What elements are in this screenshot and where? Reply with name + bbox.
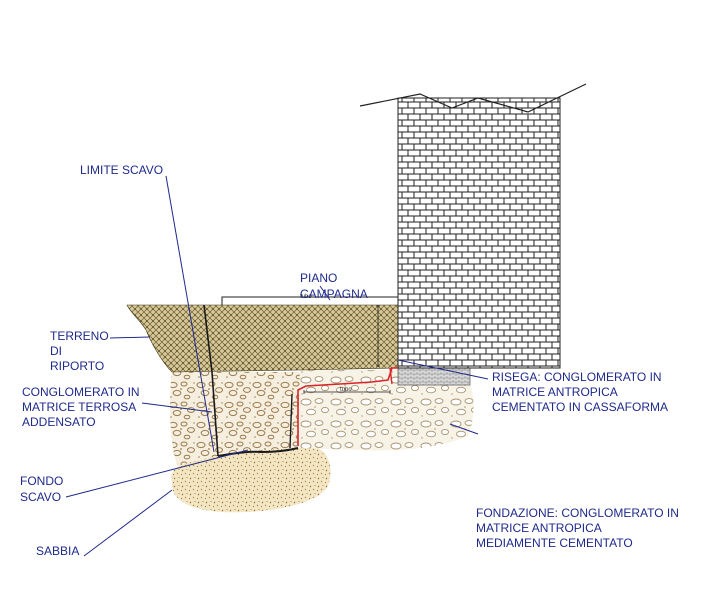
- leader-limite-scavo: [165, 175, 215, 453]
- label-sabbia: SABBIA: [36, 544, 79, 558]
- label-risega-line1: RISEGA: CONGLOMERATO IN: [492, 370, 662, 384]
- dimension-line-horizontal: [303, 390, 391, 394]
- label-piano-campagna-line1: PIANO: [300, 271, 337, 285]
- leader-terreno-riporto: [109, 336, 151, 339]
- label-piano-campagna-line2: CAMPAGNA: [300, 287, 368, 301]
- conglomerate-earthy-layer: [170, 372, 300, 466]
- risega-red-mark: [389, 367, 393, 385]
- label-fondazione-line2: MATRICE ANTROPICA: [476, 521, 602, 535]
- label-conglomerato-terrosa-line2: MATRICE TERROSA: [22, 400, 136, 414]
- leader-risega: [397, 359, 489, 380]
- piano-campagna-datum: [221, 296, 398, 305]
- label-terreno-line2: DI: [50, 344, 62, 358]
- leader-piano-campagna: [319, 285, 331, 301]
- label-risega-line2: MATRICE ANTROPICA: [492, 385, 618, 399]
- label-risega-line3: CEMENTATO IN CASSAFORMA: [492, 400, 668, 414]
- leader-conglomerato-terrosa: [141, 402, 213, 413]
- label-fondo-scavo-line2: SCAVO: [20, 490, 61, 504]
- risega-ledge: [397, 366, 471, 386]
- dimension-line-vertical: [376, 305, 380, 367]
- foundation-conglomerate-layer: [298, 370, 474, 451]
- excavation-wall-line: [203, 304, 219, 457]
- fill-soil-layer: [126, 304, 399, 373]
- dimension-label-top: tubo: [300, 294, 312, 300]
- label-conglomerato-terrosa-line3: ADDENSATO: [22, 415, 96, 429]
- wall-break-line: [359, 83, 587, 113]
- label-terreno-line1: TERRENO: [50, 329, 109, 343]
- sand-layer: [171, 445, 331, 513]
- label-fondo-scavo-line1: FONDO: [20, 474, 63, 488]
- foundation-red-outline: [297, 367, 398, 446]
- dimension-label-bottom: tubo: [340, 387, 352, 393]
- label-limite-scavo: LIMITE SCAVO: [80, 163, 163, 177]
- leader-lines: [65, 175, 489, 557]
- brick-wall: [397, 97, 561, 369]
- label-terreno-line3: RIPORTO: [50, 359, 104, 373]
- label-fondazione-line1: FONDAZIONE: CONGLOMERATO IN: [476, 506, 679, 520]
- label-conglomerato-terrosa-line1: CONGLOMERATO IN: [22, 385, 140, 399]
- excavation-right-line: [289, 393, 293, 449]
- leader-sabbia: [83, 489, 173, 557]
- label-fondazione-line3: MEDIAMENTE CEMENTATO: [476, 536, 633, 550]
- leader-fondazione: [449, 423, 479, 435]
- leader-fondo-scavo: [65, 449, 249, 498]
